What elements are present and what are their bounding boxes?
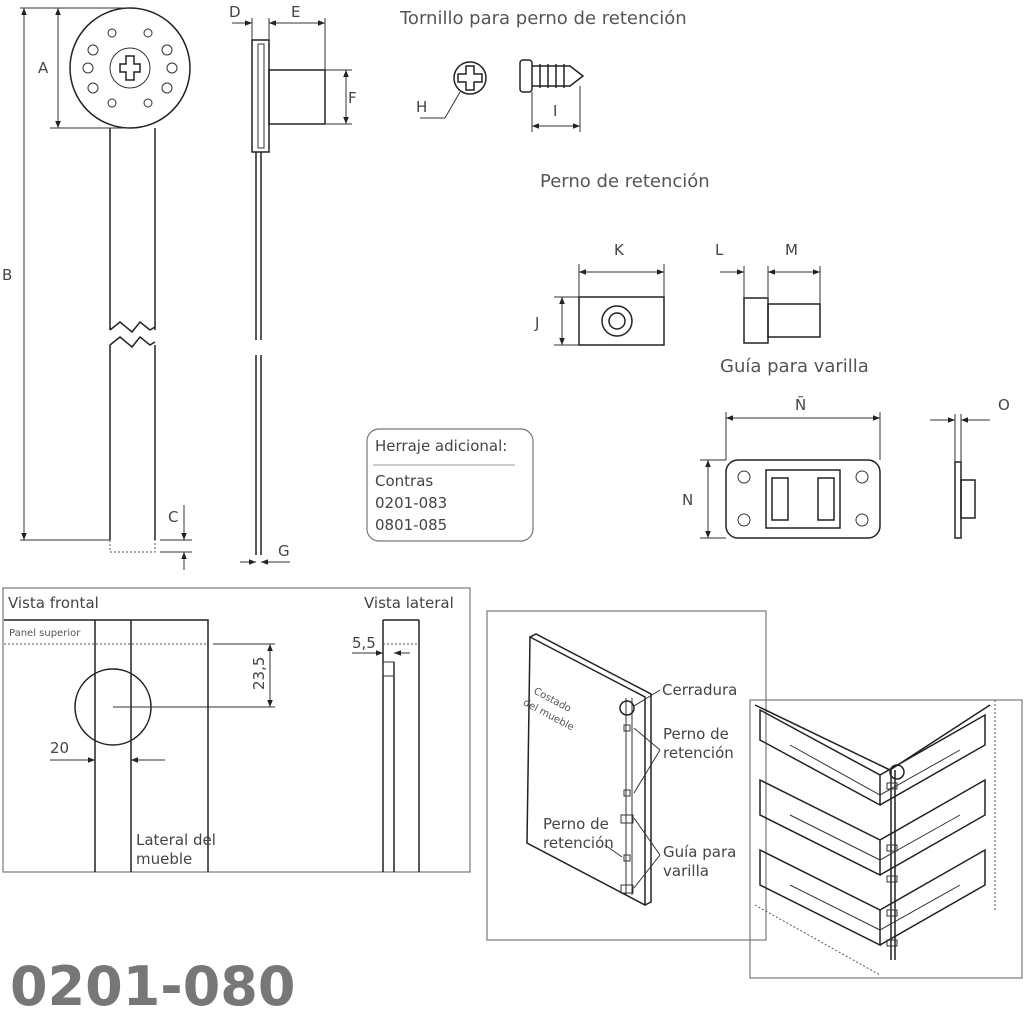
guia-label: varilla — [663, 862, 709, 880]
dim-label-b: B — [2, 266, 12, 284]
dim-label-a: A — [38, 59, 49, 77]
isometric-drawers-view — [749, 699, 1023, 979]
dim-label-m: M — [785, 241, 798, 259]
isometric-panel-view: Costado del mueble Cerradura Perno de re… — [486, 610, 767, 941]
dim-label-o: O — [998, 396, 1010, 414]
guia-label: Guía para — [663, 843, 736, 861]
extra-hardware-line: 0801-085 — [375, 516, 447, 534]
panel-label: Panel superior — [9, 628, 81, 639]
side-view-title: Vista lateral — [364, 594, 454, 612]
bolt-title: Perno de retención — [540, 171, 710, 192]
cerradura-label: Cerradura — [662, 681, 737, 699]
perno-label-lower: Perno de — [543, 815, 609, 833]
lock-front-view: A B C — [2, 7, 192, 570]
lateral-label: Lateral del — [136, 831, 216, 849]
perno-label-lower: retención — [543, 834, 614, 852]
installation-views: Vista frontal Panel superior 23,5 20 Lat… — [2, 587, 471, 873]
dim-label-e: E — [291, 3, 300, 21]
extra-hardware-title: Herraje adicional: — [375, 437, 507, 455]
guide-drawing: Guía para varilla Ñ N O — [682, 356, 1010, 539]
lateral-label: mueble — [136, 850, 192, 868]
extra-hardware-line: Contras — [375, 472, 433, 490]
bolt-drawing: Perno de retención K J L M — [534, 171, 821, 346]
screw-title: Tornillo para perno de retención — [399, 8, 687, 29]
guide-title: Guía para varilla — [720, 356, 869, 377]
product-code: 0201-080 — [10, 955, 295, 1018]
extra-hardware-box: Herraje adicional: Contras 0201-083 0801… — [366, 428, 534, 542]
dim-label-i: I — [553, 102, 557, 120]
lock-side-view: D E F G — [229, 3, 357, 565]
screw-drawing: Tornillo para perno de retención H I — [399, 8, 687, 132]
dim-label-g: G — [278, 542, 290, 560]
dim-label-j: J — [534, 314, 539, 332]
front-view-title: Vista frontal — [8, 594, 99, 612]
extra-hardware-line: 0201-083 — [375, 494, 447, 512]
perno-label: retención — [663, 744, 734, 762]
perno-label: Perno de — [663, 725, 729, 743]
dim-label-ntilde: Ñ — [795, 395, 806, 414]
dim-label-n: N — [682, 491, 693, 509]
dim-label-k: K — [614, 241, 625, 259]
dim-20: 20 — [50, 739, 69, 757]
dim-23-5: 23,5 — [250, 657, 268, 690]
dim-label-c: C — [168, 508, 178, 526]
dim-label-f: F — [348, 89, 357, 107]
dim-5-5: 5,5 — [352, 634, 376, 652]
dim-label-l: L — [715, 241, 724, 259]
dim-label-d: D — [229, 3, 241, 21]
dim-label-h: H — [416, 98, 427, 116]
